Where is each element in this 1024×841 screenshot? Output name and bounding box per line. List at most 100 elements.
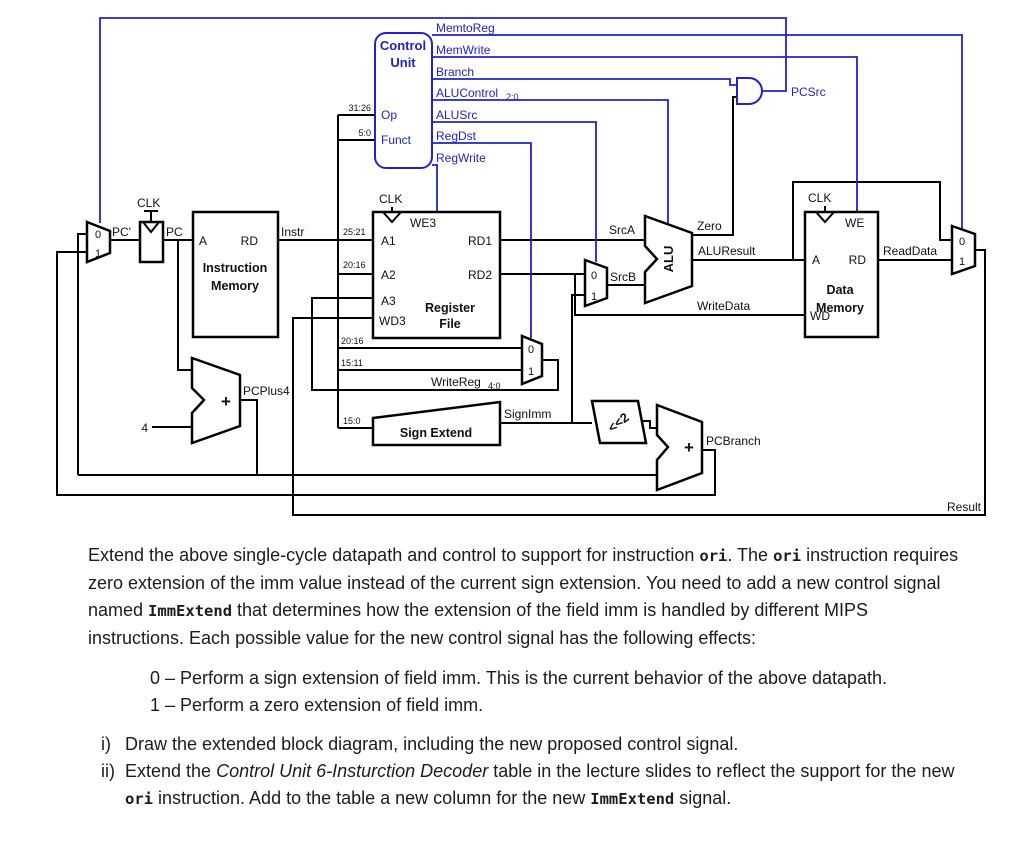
- srcb-mux: [583, 258, 609, 308]
- srcb-label: SrcB: [610, 270, 636, 284]
- bits-op: 31:26: [348, 103, 371, 113]
- imem-title-1: Instruction: [203, 261, 268, 275]
- clk-label-regfile: CLK: [379, 192, 402, 206]
- pcplus4-adder: [190, 356, 242, 445]
- writereg-mux: [520, 334, 544, 386]
- ori-keyword: ori: [773, 547, 802, 565]
- pc-mux-1: 1: [95, 248, 101, 260]
- diagram-labels: CLK CLK CLK 0 1 PC' PC A RD Instruction …: [95, 103, 982, 514]
- pc-mux: [85, 220, 112, 264]
- control-unit-title-2: Unit: [390, 55, 416, 70]
- data-memory-box: [803, 210, 880, 339]
- srca-label: SrcA: [609, 223, 635, 237]
- readdata-label: ReadData: [883, 244, 937, 258]
- memwrite-label: MemWrite: [436, 43, 491, 57]
- bits-rt: 20:16: [343, 260, 366, 270]
- srcb-mux-0: 0: [591, 270, 597, 282]
- pc-register: [138, 220, 165, 264]
- rf-title-2: File: [439, 317, 461, 331]
- rf-port-rd1: RD1: [468, 234, 492, 248]
- aluresult-label: ALUResult: [698, 244, 756, 258]
- bits-rt-2: 20:16: [341, 336, 364, 346]
- pc-mux-0: 0: [95, 229, 101, 241]
- result-label: Result: [947, 500, 982, 514]
- clk-label-datamem: CLK: [808, 191, 831, 205]
- control-unit-box: [374, 32, 433, 169]
- four-label: 4: [141, 421, 148, 435]
- rf-port-wd3: WD3: [379, 314, 406, 328]
- dmem-port-rd: RD: [849, 253, 867, 267]
- pcsrc-and-gate: [736, 77, 763, 105]
- regwrite-label: RegWrite: [436, 151, 486, 165]
- signal-effects-list: 0 – Perform a sign extension of field im…: [150, 665, 964, 719]
- bits-funct: 5:0: [358, 128, 371, 138]
- pc-next-label: PC': [112, 225, 131, 239]
- immextend-keyword: ImmExtend: [590, 790, 675, 808]
- rf-port-rd2: RD2: [468, 268, 492, 282]
- instr-label: Instr: [281, 225, 304, 239]
- effect-value-1: 1 – Perform a zero extension of field im…: [150, 695, 484, 715]
- bits-rd: 15:11: [341, 358, 363, 368]
- sign-extend-box: [371, 400, 502, 447]
- result-mux-0: 0: [959, 236, 965, 248]
- sign-extend-title: Sign Extend: [400, 426, 472, 440]
- dmem-port-a: A: [812, 253, 820, 267]
- zero-label: Zero: [697, 219, 722, 233]
- result-mux-1: 1: [959, 256, 965, 268]
- task-list: i) Draw the extended block diagram, incl…: [101, 731, 964, 813]
- task-item-ii: ii) Extend the Control Unit 6-Insturctio…: [101, 761, 955, 808]
- datapath-blocks: [85, 210, 977, 492]
- dmem-port-we: WE: [845, 216, 864, 230]
- rf-port-a1: A1: [381, 234, 396, 248]
- imem-title-2: Memory: [211, 279, 259, 293]
- srcb-mux-1: 1: [591, 291, 597, 303]
- control-labels: Control Unit Op Funct MemtoReg MemWrite …: [380, 21, 826, 165]
- rf-port-we3: WE3: [410, 216, 436, 230]
- result-mux: [950, 224, 977, 276]
- alucontrol-sub: 2:0: [506, 92, 519, 102]
- immextend-keyword: ImmExtend: [148, 602, 233, 620]
- alu-label: ALU: [661, 246, 676, 273]
- datapath-wires: [56, 96, 986, 516]
- funct-label: Funct: [381, 133, 412, 147]
- imem-port-rd: RD: [241, 234, 259, 248]
- control-wires: [99, 17, 963, 338]
- alucontrol-label: ALUControl: [436, 86, 498, 100]
- problem-text: Extend the above single-cycle datapath a…: [88, 542, 964, 813]
- memtoreg-label: MemtoReg: [436, 21, 495, 35]
- clock-marks: [142, 206, 835, 234]
- register-file-box: [371, 210, 502, 340]
- rf-port-a3: A3: [381, 294, 396, 308]
- pcbranch-label: PCBranch: [706, 434, 761, 448]
- pcbranch-plus: +: [684, 438, 694, 457]
- writereg-label: WriteReg: [431, 375, 481, 389]
- alu-shape: [643, 214, 694, 305]
- writereg-sub: 4:0: [488, 381, 501, 391]
- clk-label-pc: CLK: [137, 196, 160, 210]
- ori-keyword: ori: [699, 547, 728, 565]
- decoder-table-name: Control Unit 6-Insturction Decoder: [216, 761, 489, 781]
- alusrc-label: ALUSrc: [436, 108, 477, 122]
- task-item-i: i) Draw the extended block diagram, incl…: [101, 734, 739, 754]
- pcplus4-plus: +: [221, 392, 231, 411]
- pcbranch-adder: [655, 403, 704, 492]
- instruction-memory-box: [191, 210, 280, 339]
- datapath-diagram: CLK CLK CLK 0 1 PC' PC A RD Instruction …: [56, 17, 986, 516]
- shift-left-2-box: [590, 399, 648, 445]
- regdst-label: RegDst: [436, 129, 477, 143]
- imem-port-a: A: [199, 234, 207, 248]
- branch-label: Branch: [436, 65, 474, 79]
- dmem-port-wd: WD: [810, 309, 830, 323]
- dmem-title-1: Data: [826, 283, 854, 297]
- problem-paragraph: Extend the above single-cycle datapath a…: [88, 545, 959, 648]
- effect-value-0: 0 – Perform a sign extension of field im…: [150, 668, 888, 688]
- rf-title-1: Register: [425, 301, 475, 315]
- rf-port-a2: A2: [381, 268, 396, 282]
- writereg-mux-1: 1: [528, 366, 534, 378]
- ori-keyword: ori: [125, 790, 153, 808]
- control-unit-title-1: Control: [380, 38, 426, 53]
- writereg-mux-0: 0: [528, 344, 534, 356]
- pc-label: PC: [166, 225, 183, 239]
- pcsrc-label: PCSrc: [791, 85, 826, 99]
- signimm-label: SignImm: [504, 407, 551, 421]
